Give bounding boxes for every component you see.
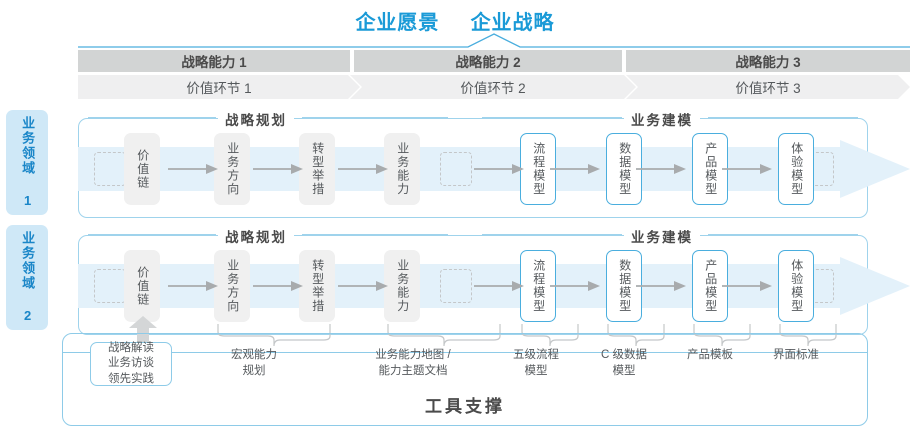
value-chain-1-label: 价值环节 1 [186, 81, 252, 96]
headline-vision: 企业愿景 [355, 12, 440, 34]
row-1-planning-line-right [302, 117, 448, 119]
row-2-node-product-model[interactable]: 产品模型 [692, 250, 728, 322]
value-chain-1[interactable]: 价值环节 1 [78, 75, 360, 99]
row-1-node-business-direction[interactable]: 业务方向 [214, 133, 250, 205]
value-chain-row: 价值环节 1 价值环节 2 价值环节 3 [78, 75, 910, 99]
row-2-planning-line-left [88, 234, 216, 236]
row-2-node-business-direction[interactable]: 业务方向 [214, 250, 250, 322]
row-1-modeling-line-left [482, 117, 622, 119]
capability-3[interactable]: 战略能力 3 [626, 50, 910, 72]
headline-strategy: 企业战略 [470, 12, 555, 34]
row-1-planning-title: 战略规划 [218, 109, 294, 129]
capability-2[interactable]: 战略能力 2 [354, 50, 622, 72]
row-2-node-business-capability[interactable]: 业务能力 [384, 250, 420, 322]
row-2-modeling-title: 业务建模 [624, 226, 700, 246]
domain-2-label: 业务领域 2 [20, 230, 36, 325]
row-1-modeling-title: 业务建模 [624, 109, 700, 129]
row-2-planning-line-right [302, 234, 448, 236]
domain-1-label: 业务领域 1 [20, 115, 36, 210]
chevron-shape-1-icon [78, 75, 360, 99]
tool-brackets-icon [217, 324, 837, 347]
row-1-planning-line-left [88, 117, 216, 119]
tool-item-five-level-process: 五级流程 模型 [513, 349, 559, 377]
page-title: 企业愿景 企业战略 [0, 6, 910, 35]
row-2-planning-title: 战略规划 [218, 226, 294, 246]
value-chain-2-label: 价值环节 2 [460, 81, 526, 96]
tool-item-product-template: 产品模板 [687, 349, 733, 361]
row-2-node-transformation[interactable]: 转型举措 [299, 250, 335, 322]
row-2-modeling-line-right [708, 234, 858, 236]
tool-support-panel [62, 333, 868, 426]
value-chain-2[interactable]: 价值环节 2 [350, 75, 636, 99]
tool-support-divider [62, 352, 868, 354]
sidebar-item-domain-2[interactable]: 业务领域 2 [6, 225, 48, 330]
value-chain-3[interactable]: 价值环节 3 [626, 75, 910, 99]
row-1-arrows-icon [168, 164, 772, 174]
tool-item-strategy-interpretation[interactable]: 战略解读 业务访谈 领先实践 [90, 342, 172, 386]
peak-connector-icon [78, 33, 910, 48]
tool-item-capability-map: 业务能力地图 / 能力主题文档 [375, 349, 451, 377]
row-1-placeholder-mid [440, 152, 472, 186]
row-1-node-business-capability[interactable]: 业务能力 [384, 133, 420, 205]
tool-item-c-level-data: C 级数据 模型 [601, 349, 647, 377]
row-2-modeling-line-left [482, 234, 622, 236]
tool-item-ui-standard: 界面标准 [773, 349, 819, 361]
row-2-node-experience-model[interactable]: 体验模型 [778, 250, 814, 322]
row-1-node-value-chain[interactable]: 价值链 [124, 133, 160, 205]
row-1-modeling-line-right [708, 117, 858, 119]
row-1-node-transformation[interactable]: 转型举措 [299, 133, 335, 205]
tool-item-macro-capability-plan: 宏观能力 规划 [231, 349, 277, 377]
row-2-arrows-icon [168, 281, 772, 291]
row-2-node-value-chain[interactable]: 价值链 [124, 250, 160, 322]
capability-1[interactable]: 战略能力 1 [78, 50, 350, 72]
capability-bar-row: 战略能力 1 战略能力 2 战略能力 3 [78, 50, 910, 72]
tool-support-title: 工具支撑 [425, 397, 505, 416]
chevron-shape-2-icon [350, 75, 636, 99]
row-2-placeholder-mid [440, 269, 472, 303]
sidebar-item-domain-1[interactable]: 业务领域 1 [6, 110, 48, 215]
value-chain-3-label: 价值环节 3 [735, 81, 801, 96]
row-1-node-experience-model[interactable]: 体验模型 [778, 133, 814, 205]
chevron-shape-3-icon [626, 75, 910, 99]
